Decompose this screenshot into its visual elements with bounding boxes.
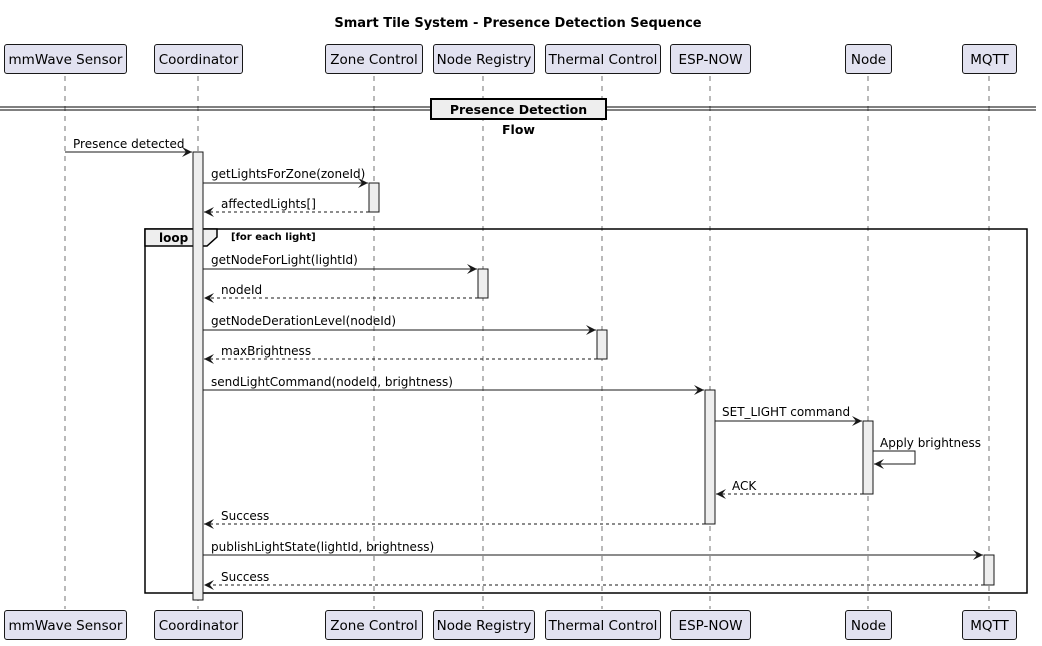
participant-mmwave-sensor-bottom: mmWave Sensor xyxy=(4,610,127,640)
participant-esp-now-top: ESP-NOW xyxy=(670,44,751,74)
activation-node xyxy=(862,420,874,495)
message-label: nodeId xyxy=(221,283,263,297)
participant-mqtt-top: MQTT xyxy=(962,44,1017,74)
participant-thermal-control-bottom: Thermal Control xyxy=(545,610,661,640)
message-label: SET_LIGHT command xyxy=(722,405,851,419)
arrow-apply-brightness xyxy=(873,450,916,469)
participant-node-registry-bottom: Node Registry xyxy=(433,610,535,640)
participant-node-registry-top: Node Registry xyxy=(433,44,535,74)
message-arrows xyxy=(65,147,984,590)
activation-mqtt xyxy=(983,554,995,586)
loop-frame xyxy=(144,228,1028,594)
message-label: sendLightCommand(nodeId, brightness) xyxy=(211,375,453,389)
diagram-title: Smart Tile System - Presence Detection S… xyxy=(334,16,702,31)
message-label: getNodeDerationLevel(nodeId) xyxy=(211,314,397,328)
message-label: publishLightState(lightId, brightness) xyxy=(211,540,435,554)
participant-esp-now-bottom: ESP-NOW xyxy=(670,610,751,640)
message-label: getLightsForZone(zoneId) xyxy=(211,167,366,181)
participant-zone-control-bottom: Zone Control xyxy=(325,610,423,640)
activation-node-registry xyxy=(477,268,489,299)
activations xyxy=(192,151,995,601)
message-label: ACK xyxy=(732,479,757,493)
participant-node-bottom: Node xyxy=(845,610,892,640)
participant-thermal-control-top: Thermal Control xyxy=(545,44,661,74)
section-divider-label: Presence Detection Flow xyxy=(430,98,607,137)
participant-mqtt-bottom: MQTT xyxy=(962,610,1017,640)
message-label: maxBrightness xyxy=(221,344,312,358)
participant-mmwave-sensor-top: mmWave Sensor xyxy=(4,44,127,74)
loop-condition: [for each light] xyxy=(231,232,316,243)
loop-keyword: loop xyxy=(159,231,189,245)
message-label: Success xyxy=(221,509,270,523)
participant-coordinator-top: Coordinator xyxy=(154,44,243,74)
activation-thermal-control xyxy=(596,329,608,360)
message-label: affectedLights[] xyxy=(221,197,316,211)
message-label: Success xyxy=(221,570,270,584)
message-label: Apply brightness xyxy=(880,436,981,450)
participant-coordinator-bottom: Coordinator xyxy=(154,610,243,640)
activation-esp-now xyxy=(704,389,716,525)
participant-zone-control-top: Zone Control xyxy=(325,44,423,74)
message-label: Presence detected xyxy=(73,137,185,151)
participant-node-top: Node xyxy=(845,44,892,74)
activation-coordinator xyxy=(192,151,204,601)
message-label: getNodeForLight(lightId) xyxy=(211,253,358,267)
lifelines xyxy=(64,76,990,609)
activation-zone-control xyxy=(368,182,380,213)
